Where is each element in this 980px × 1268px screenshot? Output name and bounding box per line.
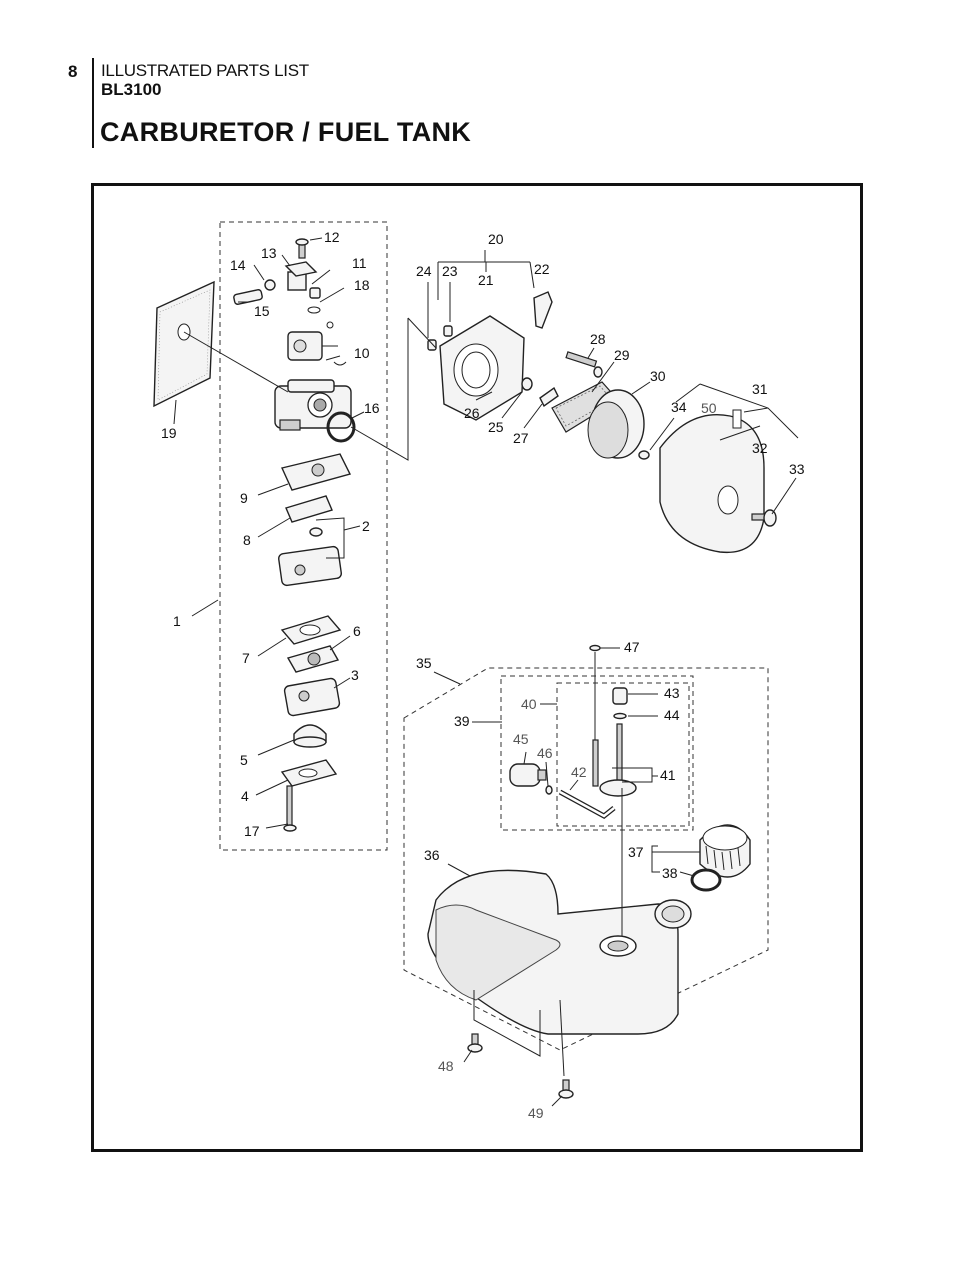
callout-14: 14 <box>230 257 246 273</box>
clip-44 <box>613 712 627 720</box>
page-number: 8 <box>68 62 78 81</box>
callout-26: 26 <box>464 405 480 421</box>
clamp-46 <box>545 785 553 795</box>
callout-28: 28 <box>590 331 606 347</box>
callout-32: 32 <box>752 440 768 456</box>
callout-39: 39 <box>454 713 470 729</box>
callout-42: 42 <box>571 764 587 780</box>
screw-28 <box>565 351 603 378</box>
callout-21: 21 <box>478 272 494 288</box>
primer-bulb-5 <box>293 724 327 748</box>
header-divider <box>92 58 94 148</box>
cap-gasket-38 <box>690 868 722 892</box>
callout-16: 16 <box>364 400 380 416</box>
callout-31: 31 <box>752 381 768 397</box>
callout-22: 22 <box>534 261 550 277</box>
screw-49 <box>558 1079 574 1099</box>
callout-44: 44 <box>664 707 680 723</box>
diaphragm-8 <box>285 495 333 523</box>
callout-4: 4 <box>241 788 249 804</box>
callout-5: 5 <box>240 752 248 768</box>
fuel-line-42 <box>558 789 616 819</box>
callout-45: 45 <box>513 731 529 747</box>
callout-35: 35 <box>416 655 432 671</box>
gasket-7 <box>280 615 342 645</box>
choke-lever-22 <box>533 291 553 329</box>
callout-37: 37 <box>628 844 644 860</box>
model-number: BL3100 <box>101 80 162 99</box>
callout-46: 46 <box>537 745 553 761</box>
callout-36: 36 <box>424 847 440 863</box>
callout-40: 40 <box>521 696 537 712</box>
bracket-27 <box>539 386 559 408</box>
callout-7: 7 <box>242 650 250 666</box>
heat-insulator-plate <box>153 280 215 408</box>
fuel-line-group-box <box>500 675 694 831</box>
callout-25: 25 <box>488 419 504 435</box>
pump-body-2 <box>278 527 342 587</box>
filter-30 <box>587 389 645 459</box>
callout-41: 41 <box>660 767 676 783</box>
fuel-filter-45 <box>509 763 547 787</box>
grommet-41 <box>592 723 637 797</box>
diagram-frame <box>91 183 863 1152</box>
callout-24: 24 <box>416 263 432 279</box>
callout-9: 9 <box>240 490 248 506</box>
vent-43 <box>612 687 628 705</box>
callout-2: 2 <box>362 518 370 534</box>
callout-15: 15 <box>254 303 270 319</box>
screw-17 <box>283 785 297 832</box>
callout-49: 49 <box>528 1105 544 1121</box>
diaphragm-6 <box>286 645 340 673</box>
callout-12: 12 <box>324 229 340 245</box>
callout-1: 1 <box>173 613 181 629</box>
screw-48 <box>467 1033 483 1053</box>
leader-lines <box>173 237 799 1107</box>
callout-47: 47 <box>624 639 640 655</box>
fuel-cap-37 <box>699 824 751 878</box>
callout-13: 13 <box>261 245 277 261</box>
callout-29: 29 <box>614 347 630 363</box>
callout-30: 30 <box>650 368 666 384</box>
callout-20: 20 <box>488 231 504 247</box>
fuel-tank-group-box <box>403 667 769 1051</box>
callout-43: 43 <box>664 685 680 701</box>
callout-23: 23 <box>442 263 458 279</box>
callout-10: 10 <box>354 345 370 361</box>
air-filter-base-21 <box>427 315 525 421</box>
carburetor-group-box <box>219 221 388 851</box>
callout-11: 11 <box>352 255 367 271</box>
fuel-tank-36 <box>427 869 692 1035</box>
callout-19: 19 <box>161 425 177 441</box>
callout-6: 6 <box>353 623 361 639</box>
fuel-pickup-group-box <box>556 682 690 827</box>
callout-17: 17 <box>244 823 260 839</box>
section-title: CARBURETOR / FUEL TANK <box>100 117 472 147</box>
throttle-linkage <box>233 238 334 329</box>
callout-8: 8 <box>243 532 251 548</box>
clip-47 <box>589 644 601 652</box>
clip-34 <box>638 450 650 460</box>
callout-3: 3 <box>351 667 359 683</box>
callout-34: 34 <box>671 399 687 415</box>
callout-18: 18 <box>354 277 370 293</box>
callout-38: 38 <box>662 865 678 881</box>
callout-27: 27 <box>513 430 529 446</box>
knob-33 <box>751 509 777 527</box>
carburetor-body <box>274 379 356 443</box>
retainer-4 <box>280 759 338 787</box>
callout-labels: 12 13 14 11 18 15 10 16 19 9 8 2 1 6 7 3… <box>161 229 805 1121</box>
washer-25 <box>521 377 533 391</box>
callout-48: 48 <box>438 1058 454 1074</box>
document-title: ILLUSTRATED PARTS LIST <box>101 61 309 80</box>
choke-assembly <box>287 331 347 366</box>
carburetor-cover-9 <box>281 453 352 491</box>
callout-50: 50 <box>701 400 717 416</box>
callout-33: 33 <box>789 461 805 477</box>
air-filter-cover-32 <box>659 409 765 554</box>
cover-3 <box>283 677 341 717</box>
